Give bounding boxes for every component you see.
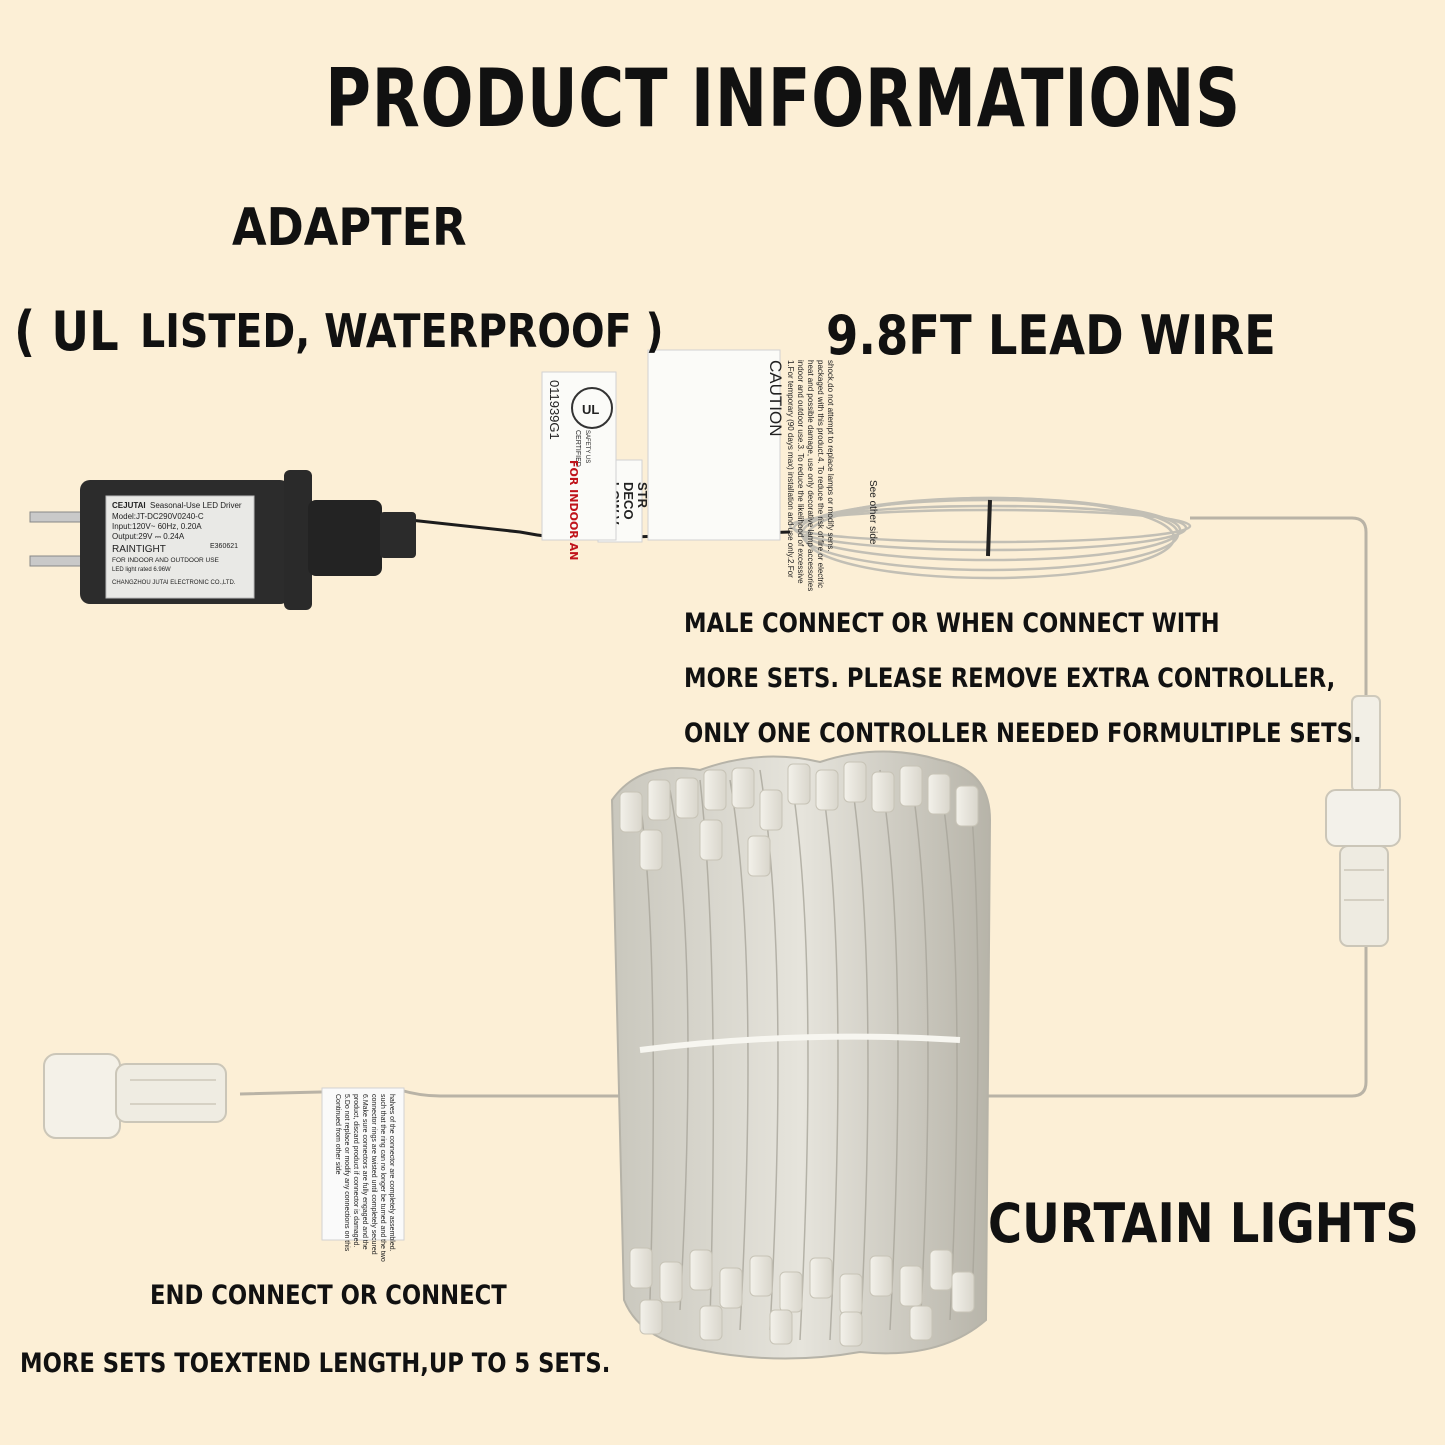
svg-text:STR: STR <box>635 482 650 509</box>
svg-text:SAFETY US: SAFETY US <box>584 430 590 463</box>
svg-text:halves of the connector are co: halves of the connector are completely a… <box>388 1094 395 1252</box>
caution-tag: CAUTION 1.For temporary (90 days max) in… <box>647 349 878 591</box>
male-connector <box>1325 695 1401 947</box>
lead-wire-lower <box>950 940 1368 1098</box>
svg-text:packaged with this product.4.: packaged with this product.4. To reduce … <box>816 360 825 588</box>
svg-text:heat and possible damage, use: heat and possible damage, use only decor… <box>806 360 815 591</box>
svg-text:1.For temporary (90 days max): 1.For temporary (90 days max) installati… <box>786 360 795 578</box>
svg-text:LED light rated 6.96W: LED light rated 6.96W <box>112 567 171 573</box>
svg-text:Seasonal-Use LED Driver: Seasonal-Use LED Driver <box>150 501 242 510</box>
adapter-subheading-ul: ( UL <box>14 300 119 363</box>
lead-wire-path <box>1190 516 1368 700</box>
male-note-line-1: MALE CONNECT OR WHEN CONNECT WITH <box>684 608 1220 639</box>
svg-text:such that the ring can no long: such that the ring can no longer be turn… <box>379 1094 386 1262</box>
male-note-line-3: ONLY ONE CONTROLLER NEEDED FORMULTIPLE S… <box>684 718 1362 749</box>
svg-text:FOR INDOOR AND OUTDOOR USE: FOR INDOOR AND OUTDOOR USE <box>112 557 220 564</box>
svg-text:CAUTION: CAUTION <box>766 360 785 437</box>
svg-text:product, discard product if co: product, discard product if connector is… <box>352 1094 359 1247</box>
svg-text:RAINTIGHT: RAINTIGHT <box>112 544 166 555</box>
end-connector <box>43 1053 227 1139</box>
svg-text:E360621: E360621 <box>210 543 238 550</box>
svg-text:FOR INDOOR AN: FOR INDOOR AN <box>567 460 580 560</box>
svg-text:011939G1: 011939G1 <box>547 380 562 440</box>
svg-text:indoor and outdoor use.3. To r: indoor and outdoor use.3. To reduce the … <box>796 360 805 584</box>
end-wire-path <box>239 1088 640 1098</box>
svg-text:DECO: DECO <box>621 482 636 520</box>
adapter-subheading-rest: LISTED, WATERPROOF ) <box>140 304 664 358</box>
svg-text:See other side: See other side <box>867 480 878 545</box>
power-adapter: CEJUTAI Seasonal-Use LED Driver Model:JT… <box>29 470 416 610</box>
end-connector-note-line-2: MORE SETS TOEXTEND LENGTH,UP TO 5 SETS. <box>20 1348 611 1379</box>
curtain-lights-heading: CURTAIN LIGHTS <box>988 1192 1419 1255</box>
page-title: PRODUCT INFORMATIONS <box>325 52 1241 145</box>
end-warning-tag: Continued from other side 5.Do not repla… <box>321 1087 405 1262</box>
lead-wire-coil <box>788 496 1192 580</box>
svg-text:CHANGZHOU JUTAI ELECTRONIC CO.: CHANGZHOU JUTAI ELECTRONIC CO.,LTD. <box>112 580 236 586</box>
ul-certified-tag: 011939G1 UL CERTIFIED SAFETY US FOR INDO… <box>541 371 617 560</box>
lead-wire-heading: 9.8FT LEAD WIRE <box>826 304 1276 367</box>
male-connector-note: MALE CONNECT OR WHEN CONNECT WITH MORE S… <box>684 596 1362 761</box>
male-note-line-2: MORE SETS. PLEASE REMOVE EXTRA CONTROLLE… <box>684 663 1336 694</box>
svg-text:6.Make sure connectors are ful: 6.Make sure connectors are fully engaged… <box>361 1094 368 1250</box>
svg-text:UL: UL <box>582 402 599 417</box>
adapter-heading: ADAPTER <box>232 198 467 258</box>
svg-text:CEJUTAI: CEJUTAI <box>112 501 146 510</box>
svg-text:Continued from other side: Continued from other side <box>334 1094 341 1175</box>
svg-text:Input:120V~ 60Hz, 0.20A: Input:120V~ 60Hz, 0.20A <box>112 522 202 531</box>
curtain-lights-bundle <box>610 750 992 1360</box>
svg-text:CERTIFIED: CERTIFIED <box>574 430 581 467</box>
svg-text:Output:29V ⎓ 0.24A: Output:29V ⎓ 0.24A <box>112 532 185 541</box>
svg-text:connector rings are twisted un: connector rings are twisted until comple… <box>370 1094 377 1255</box>
end-connector-note-line-1: END CONNECT OR CONNECT <box>150 1280 507 1311</box>
svg-text:5.Do not replace or modify any: 5.Do not replace or modify any connectio… <box>343 1094 350 1252</box>
svg-text:shock,do not attempt to replac: shock,do not attempt to replace lamps or… <box>826 360 835 552</box>
svg-text:Model:JT-DC290V0240-C: Model:JT-DC290V0240-C <box>112 512 204 521</box>
